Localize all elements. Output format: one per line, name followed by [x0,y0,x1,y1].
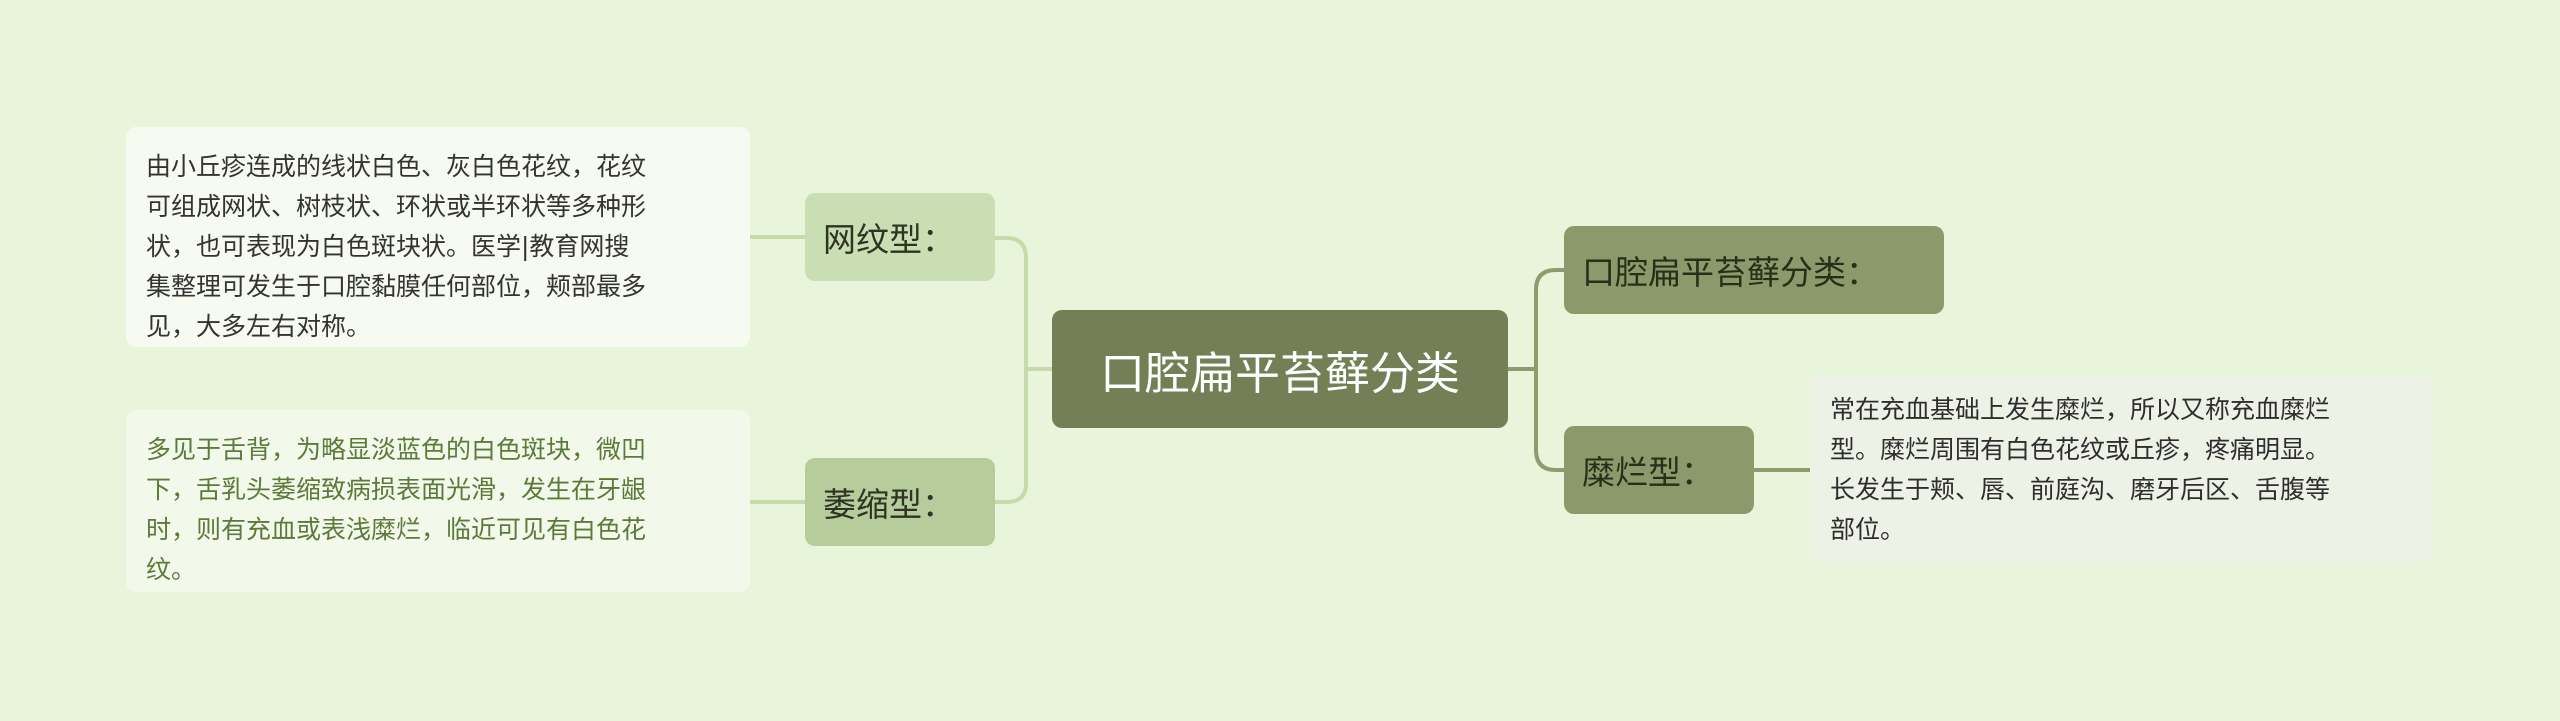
branch-atrophic-type-label: 萎缩型： [823,485,955,524]
branch-reticular-type-label: 网纹型： [823,220,955,259]
detail-reticular-type[interactable]: 由小丘疹连成的线状白色、灰白色花纹，花纹 可组成网状、树枝状、环状或半环状等多种… [126,127,750,347]
branch-classification[interactable]: 口腔扁平苔藓分类： [1564,226,1944,314]
link-root-reticular [994,236,1052,371]
root-topic[interactable]: 口腔扁平苔藓分类 [1052,310,1508,428]
branch-erosive-type-label: 糜烂型： [1582,453,1714,492]
link-root-atrophic [994,367,1052,504]
detail-atrophic-type[interactable]: 多见于舌背，为略显淡蓝色的白色斑块，微凹 下，舌乳头萎缩致病损表面光滑，发生在牙… [126,410,750,592]
detail-erosive-type-text: 常在充血基础上发生糜烂，所以又称充血糜烂 型。糜烂周围有白色花纹或丘疹，疼痛明显… [1830,395,2331,544]
root-topic-label: 口腔扁平苔藓分类 [1099,346,1460,400]
detail-erosive-type[interactable]: 常在充血基础上发生糜烂，所以又称充血糜烂 型。糜烂周围有白色花纹或丘疹，疼痛明显… [1810,376,2432,562]
link-root-classification [1508,268,1564,371]
branch-reticular-type[interactable]: 网纹型： [805,193,995,281]
detail-atrophic-type-text: 多见于舌背，为略显淡蓝色的白色斑块，微凹 下，舌乳头萎缩致病损表面光滑，发生在牙… [146,435,647,584]
branch-atrophic-type[interactable]: 萎缩型： [805,458,995,546]
detail-reticular-type-text: 由小丘疹连成的线状白色、灰白色花纹，花纹 可组成网状、树枝状、环状或半环状等多种… [146,152,647,341]
link-root-erosive [1508,367,1564,472]
branch-classification-label: 口腔扁平苔藓分类： [1582,253,1879,292]
branch-erosive-type[interactable]: 糜烂型： [1564,426,1754,514]
